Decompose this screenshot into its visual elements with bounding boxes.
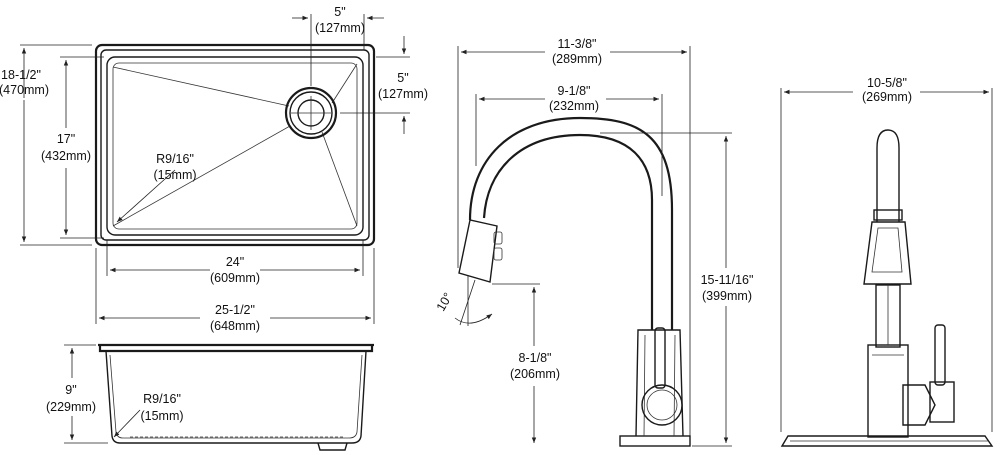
- front-handle-lever: [934, 324, 946, 386]
- faucet-handle: [654, 327, 666, 389]
- spray-angle: 10°: [434, 290, 456, 313]
- drain-y-in: 5": [397, 71, 408, 85]
- faucet-height-dimension: [600, 132, 732, 447]
- spout-height-dimension: [492, 283, 540, 443]
- outer-height-in: 18-1/2": [1, 68, 41, 82]
- sink-side-view: 9" (229mm) R9/16" (15mm): [46, 343, 374, 451]
- drain-y-mm: (127mm): [378, 87, 428, 101]
- drain-circle: [284, 86, 338, 140]
- drain-y-dimension: [340, 36, 410, 134]
- spout-reach-in: 9-1/8": [558, 84, 591, 98]
- front-spout-collar: [873, 209, 903, 221]
- bowl-width-dimension: [106, 240, 364, 276]
- faucet-reach-mm: (289mm): [552, 52, 602, 66]
- faucet-height-in: 15-11/16": [701, 273, 754, 287]
- corner-radius-mm: (15mm): [153, 168, 196, 182]
- sink-bowl: [106, 56, 364, 236]
- outer-width-mm: (648mm): [210, 319, 260, 333]
- side-rim-flange: [98, 345, 374, 353]
- faucet-body: [635, 329, 684, 437]
- faucet-spray-head: [458, 219, 498, 283]
- bowl-width-in: 24": [226, 255, 244, 269]
- faucet-handle-hub: [641, 384, 683, 426]
- faucet-side-view: 10° 11-3/8" (289mm) 9-1/8" (232mm) 15-11…: [434, 37, 754, 447]
- spout-reach-dimension: [475, 94, 663, 196]
- spray-angle-indicator: [454, 276, 493, 326]
- side-drain-tailpiece: [317, 442, 348, 451]
- depth-in: 9": [65, 383, 76, 397]
- outer-height-dimension: [20, 44, 92, 246]
- faucet-deck-plate: [619, 435, 691, 447]
- outer-width-dimension: [95, 248, 375, 324]
- side-corner-radius-mm: (15mm): [140, 409, 183, 423]
- bowl-width-mm: (609mm): [210, 271, 260, 285]
- bowl-height-dimension: [60, 56, 104, 239]
- faucet-reach-dimension: [457, 46, 691, 436]
- corner-radius-in: R9/16": [156, 152, 194, 166]
- faucet-front-view: 10-5/8" (269mm): [780, 76, 994, 447]
- spray-button-bottom: [493, 247, 503, 261]
- front-handle-base: [929, 381, 955, 423]
- spout-height-in: 8-1/8": [519, 351, 552, 365]
- sink-bowl-floor: [112, 62, 358, 230]
- front-width-dimension: [780, 88, 993, 432]
- faucet-spout-outer: [482, 133, 654, 330]
- drain-x-dimension: [292, 14, 384, 86]
- faucet-spout-inner: [468, 116, 674, 330]
- bowl-height-mm: (432mm): [41, 149, 91, 163]
- side-bowl-outline: [105, 350, 367, 444]
- depth-mm: (229mm): [46, 400, 96, 414]
- sink-top-view: 18-1/2" (470mm) 17" (432mm) 5" (127mm) 5…: [0, 5, 428, 333]
- front-width-in: 10-5/8": [867, 76, 907, 90]
- sink-rim-edge: [100, 49, 370, 241]
- front-spout-neck: [876, 129, 900, 222]
- outer-width-in: 25-1/2": [215, 303, 255, 317]
- depth-dimension: [64, 344, 108, 444]
- drain-x-mm: (127mm): [315, 21, 365, 35]
- bowl-height-in: 17": [57, 132, 75, 146]
- faucet-reach-in: 11-3/8": [558, 37, 597, 51]
- outer-height-mm: (470mm): [0, 83, 49, 97]
- spout-height-mm: (206mm): [510, 367, 560, 381]
- front-faucet-body: [867, 344, 909, 438]
- side-corner-radius-in: R9/16": [143, 392, 181, 406]
- drain-x-in: 5": [334, 5, 345, 19]
- bowl-slope-lines: [112, 63, 358, 227]
- spray-button-top: [493, 231, 503, 245]
- spout-reach-mm: (232mm): [549, 99, 599, 113]
- front-deck-plate: [780, 435, 994, 447]
- sink-outer-rim: [94, 43, 376, 247]
- front-spray-head: [863, 221, 912, 285]
- faucet-height-mm: (399mm): [702, 289, 752, 303]
- front-width-mm: (269mm): [862, 90, 912, 104]
